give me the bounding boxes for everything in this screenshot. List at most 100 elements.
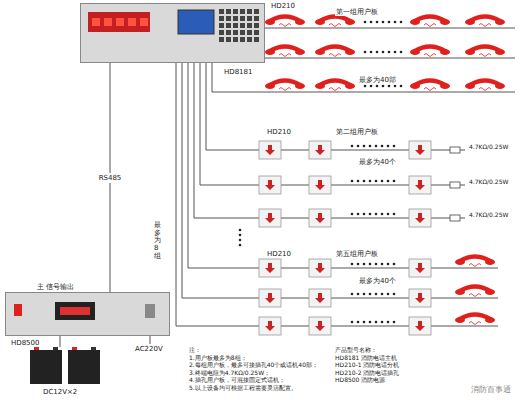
lamp — [116, 18, 124, 26]
phone-jack — [259, 259, 281, 277]
switch — [14, 304, 22, 316]
key — [240, 30, 245, 35]
wire — [182, 298, 498, 299]
wire — [265, 58, 515, 59]
ellipsis-dot — [364, 51, 367, 54]
wire — [460, 218, 465, 219]
wire — [188, 63, 189, 268]
phone-jack — [309, 176, 331, 194]
watermark: 消防百事通 — [470, 386, 512, 394]
ellipsis-dot — [239, 234, 242, 237]
telephone-handset — [315, 17, 355, 27]
phone-jack — [259, 209, 281, 227]
ellipsis-dot — [351, 213, 354, 216]
ellipsis-dot — [381, 145, 384, 148]
telephone-handset — [410, 81, 450, 91]
wire — [194, 63, 195, 218]
phone-jack — [259, 317, 281, 335]
resistor-value: 4.7KΩ/0.25W — [468, 143, 509, 151]
key — [219, 9, 224, 14]
phone-jack — [309, 141, 331, 159]
ellipsis-dot — [388, 85, 391, 88]
telephone-handset — [455, 287, 495, 297]
host-rack — [80, 3, 265, 63]
ellipsis-dot — [357, 213, 360, 216]
wire — [182, 63, 183, 298]
wire — [176, 63, 177, 326]
ellipsis-dot — [364, 85, 367, 88]
phone-jack — [259, 176, 281, 194]
phone-jack — [309, 317, 331, 335]
phone-jack — [409, 141, 431, 159]
ellipsis-dot — [369, 293, 372, 296]
ellipsis-dot — [387, 213, 390, 216]
count-note: 最多为8组 — [154, 222, 161, 260]
phone-jack — [259, 141, 281, 159]
telephone-handset — [315, 47, 355, 57]
ellipsis-dot — [370, 85, 373, 88]
telephone-handset — [410, 47, 450, 57]
lamp — [128, 18, 136, 26]
ellipsis-dot — [388, 51, 391, 54]
ellipsis-dot — [363, 321, 366, 324]
mains-label: AC220V — [134, 345, 164, 353]
wire — [188, 268, 498, 269]
ellipsis-dot — [375, 145, 378, 148]
key — [226, 37, 231, 42]
key — [233, 16, 238, 21]
model-label: 主 信号输出 — [36, 283, 75, 291]
key — [254, 9, 259, 14]
ellipsis-dot — [369, 213, 372, 216]
phone-jack — [409, 259, 431, 277]
ellipsis-dot — [357, 180, 360, 183]
wire — [460, 150, 465, 151]
wire — [460, 185, 465, 186]
wire — [200, 63, 201, 185]
ellipsis-dot — [369, 263, 372, 266]
resistor-value: 4.7KΩ/0.25W — [468, 178, 509, 186]
product-line: HD8500 消防电源 — [334, 376, 386, 384]
ellipsis-dot — [363, 213, 366, 216]
group-title: 第二组用户板 — [335, 128, 379, 136]
key — [233, 9, 238, 14]
ellipsis-dot — [388, 21, 391, 24]
model-label: HD8181 — [223, 68, 253, 76]
key — [219, 30, 224, 35]
phone-jack — [309, 209, 331, 227]
ellipsis-dot — [375, 213, 378, 216]
battery-label: DC12V×2 — [42, 388, 78, 396]
key — [226, 9, 231, 14]
ellipsis-dot — [387, 293, 390, 296]
wire — [60, 336, 61, 347]
ellipsis-dot — [387, 180, 390, 183]
ellipsis-dot — [363, 293, 366, 296]
key — [254, 16, 259, 21]
ellipsis-dot — [381, 213, 384, 216]
lamp — [140, 18, 148, 26]
ellipsis-dot — [393, 263, 396, 266]
telephone-handset — [265, 17, 305, 27]
ellipsis-dot — [363, 145, 366, 148]
product-line: HD210-2 消防电话插孔 — [334, 369, 400, 377]
telephone-handset — [315, 81, 355, 91]
note-line: 5.以上设备均可根据工程需要灵活配置。 — [188, 384, 298, 392]
key — [219, 37, 224, 42]
ellipsis-dot — [393, 180, 396, 183]
ellipsis-dot — [239, 239, 242, 242]
count-note: 最多为40个 — [358, 277, 397, 285]
ellipsis-dot — [400, 85, 403, 88]
key — [247, 9, 252, 14]
wire — [206, 63, 207, 150]
product-line: HD210-1 消防电话分机 — [334, 361, 400, 369]
resistor-symbol — [450, 147, 460, 153]
phone-jack — [409, 317, 431, 335]
ellipsis-dot — [387, 263, 390, 266]
telephone-handset — [410, 17, 450, 27]
key — [254, 23, 259, 28]
ellipsis-dot — [364, 21, 367, 24]
ellipsis-dot — [357, 145, 360, 148]
key — [233, 30, 238, 35]
count-note: 最多为40部 — [358, 76, 397, 84]
ellipsis-dot — [351, 145, 354, 148]
wire — [176, 326, 498, 327]
